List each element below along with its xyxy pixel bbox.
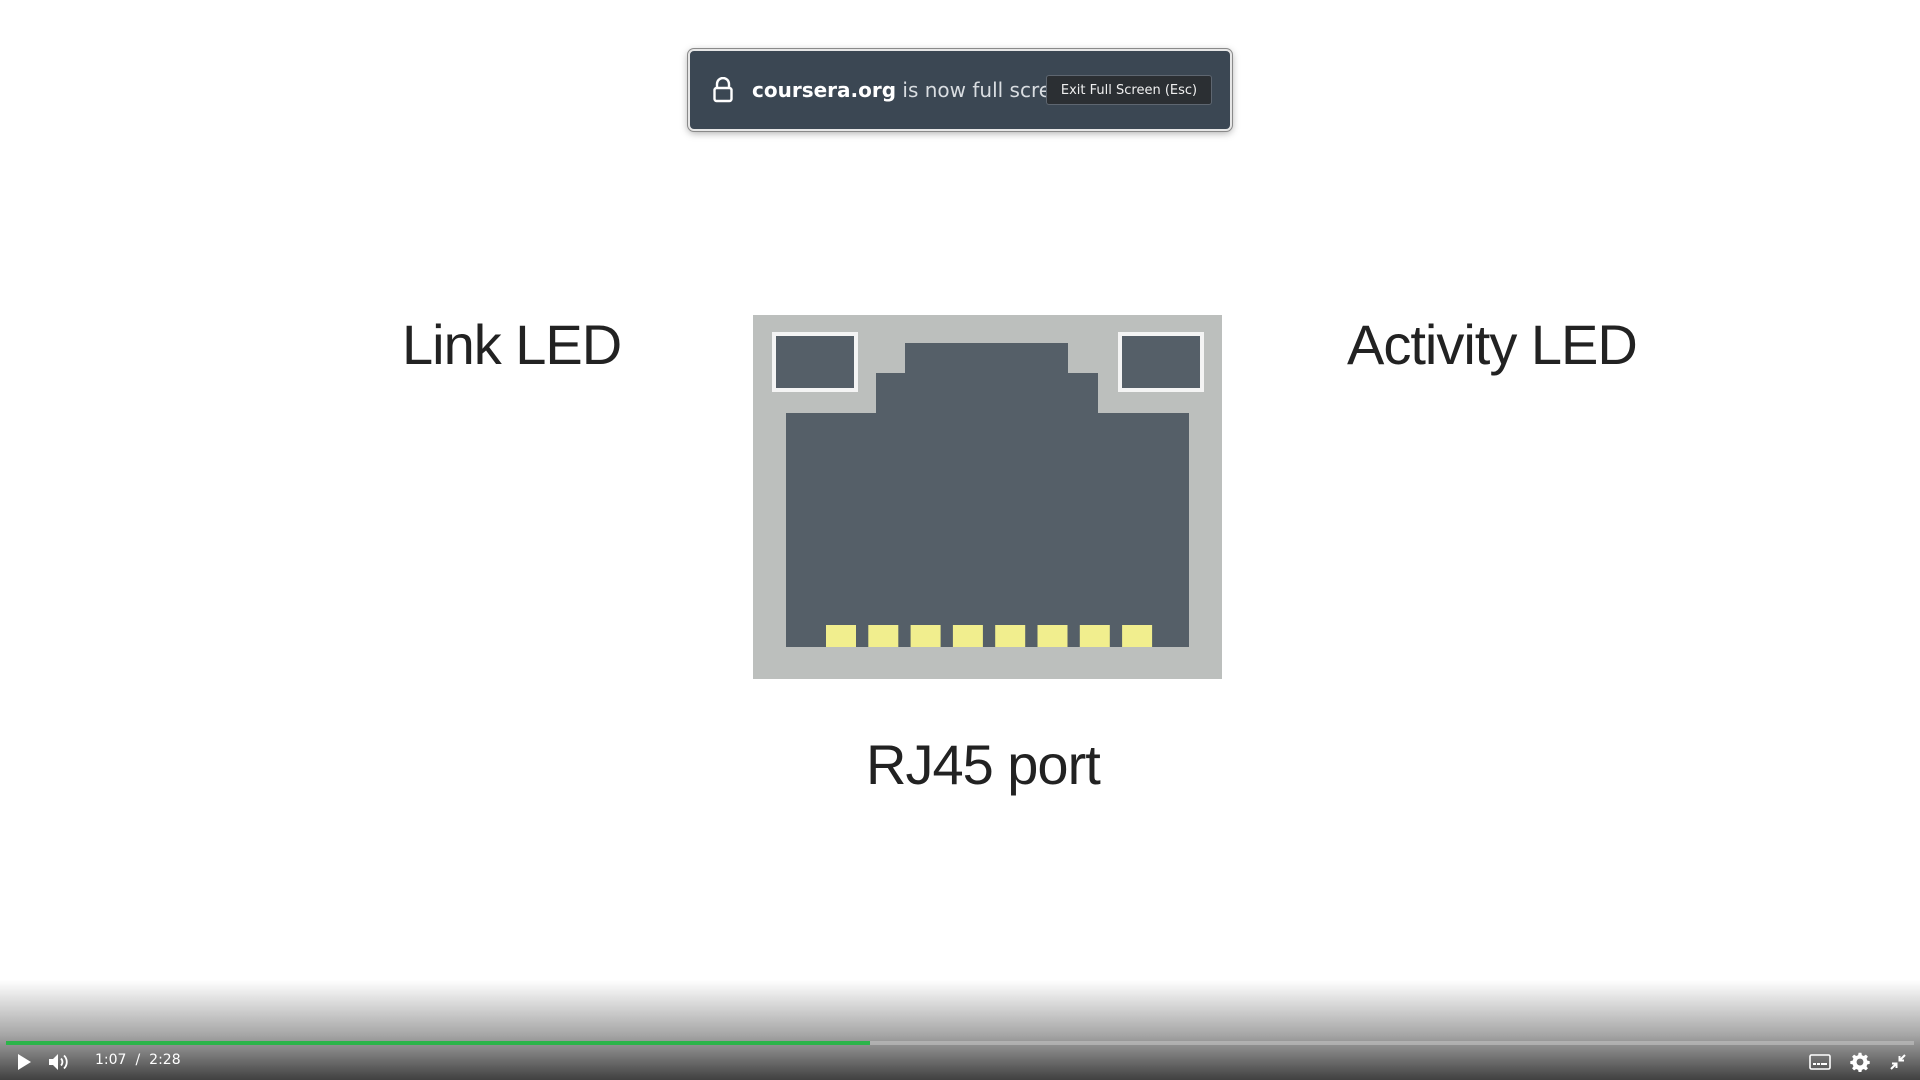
link-led-label: Link LED (402, 313, 622, 376)
rj45-port-illustration (753, 315, 1222, 679)
exit-fullscreen-button[interactable]: Exit Full Screen (Esc) (1046, 75, 1212, 105)
port-pin (995, 625, 1026, 647)
fullscreen-notification: coursera.org is now full screen Exit Ful… (688, 49, 1232, 131)
time-separator: / (135, 1052, 141, 1068)
activity-led-label: Activity LED (1347, 313, 1638, 376)
port-pin (1122, 625, 1153, 647)
play-icon (18, 1054, 31, 1070)
duration: 2:28 (149, 1052, 181, 1068)
port-pin (826, 625, 856, 647)
volume-button[interactable] (46, 1048, 74, 1076)
captions-icon (1809, 1054, 1831, 1070)
port-pin (868, 625, 899, 647)
port-cavity (786, 343, 1189, 647)
player-controls-bar (0, 980, 1920, 1080)
volume-icon (49, 1054, 68, 1070)
activity-led (1118, 332, 1204, 392)
link-led (772, 332, 858, 392)
progress-bar[interactable] (6, 1041, 1914, 1045)
port-pin (1079, 625, 1110, 647)
fullscreen-domain: coursera.org (752, 78, 897, 102)
exit-fullscreen-icon (1890, 1054, 1906, 1070)
current-time: 1:07 (95, 1052, 127, 1068)
play-button[interactable] (10, 1048, 38, 1076)
port-pin (952, 625, 983, 647)
port-pin (910, 625, 941, 647)
progress-bar-played (6, 1041, 870, 1045)
rj45-port-label: RJ45 port (866, 733, 1101, 796)
port-pin (1037, 625, 1068, 647)
fullscreen-message: coursera.org is now full screen (752, 78, 1076, 102)
time-display: 1:07 / 2:28 (95, 1052, 181, 1072)
captions-button[interactable] (1806, 1048, 1834, 1076)
exit-fullscreen-control[interactable] (1884, 1048, 1912, 1076)
gear-icon (1850, 1052, 1870, 1072)
settings-button[interactable] (1846, 1048, 1874, 1076)
lock-icon (710, 75, 736, 105)
